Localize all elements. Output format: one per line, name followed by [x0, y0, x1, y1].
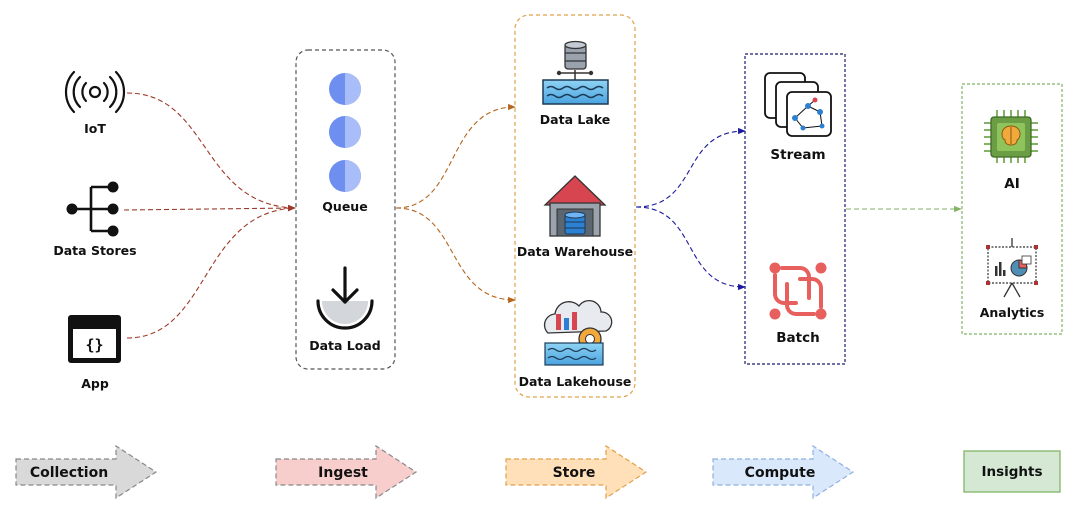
stage-compute-label: Compute: [745, 465, 816, 481]
data-lake-label: Data Lake: [540, 112, 610, 127]
stage-store-label: Store: [553, 465, 596, 481]
data-lakehouse-icon: [543, 299, 613, 366]
store-to-compute-arrows: [635, 127, 746, 291]
iot-to-queue-arrow: [126, 92, 296, 211]
collection-to-queue-arrows: [123, 92, 296, 339]
stage-compute-arrow: Compute: [712, 444, 855, 500]
data-load-label: Data Load: [309, 338, 381, 353]
queue-label: Queue: [322, 199, 367, 214]
stream-icon: [764, 72, 832, 137]
analytics-label: Analytics: [980, 305, 1045, 320]
batch-icon: [769, 262, 827, 320]
iot-icon: [64, 70, 126, 114]
queue-to-lakehouse-arrow: [395, 207, 516, 304]
app-label: App: [81, 376, 109, 391]
queue-icon: [329, 73, 361, 192]
store-container: [514, 14, 636, 398]
compute-container: [744, 53, 846, 365]
data-warehouse-icon: [543, 175, 607, 237]
ai-label: AI: [1004, 176, 1019, 192]
data-lakehouse-label: Data Lakehouse: [519, 374, 632, 389]
app-icon: {}: [68, 315, 121, 363]
insights-container: [961, 83, 1063, 335]
stage-insights-label: Insights: [981, 464, 1042, 480]
batch-label: Batch: [776, 330, 819, 346]
stage-insights-box: Insights: [963, 450, 1061, 493]
datastores-to-queue-arrow: [123, 205, 296, 212]
svg-text:{}: {}: [85, 336, 103, 354]
data-load-icon: [316, 266, 374, 330]
store-to-stream-arrow: [635, 127, 746, 208]
app-to-queue-arrow: [126, 205, 296, 339]
queue-to-lake-arrow: [395, 103, 516, 209]
stage-collection-arrow: Collection: [15, 444, 158, 500]
analytics-icon: [986, 238, 1038, 298]
ingest-container: [295, 49, 396, 370]
stage-ingest-arrow: Ingest: [275, 444, 418, 500]
data-stores-icon: [66, 181, 119, 237]
stage-ingest-label: Ingest: [318, 465, 368, 481]
data-warehouse-label: Data Warehouse: [517, 244, 633, 259]
iot-label: IoT: [84, 121, 106, 136]
queue-to-store-arrows: [395, 103, 516, 304]
data-stores-label: Data Stores: [53, 243, 136, 258]
stage-store-arrow: Store: [505, 444, 648, 500]
stream-label: Stream: [770, 147, 825, 163]
ai-chip-icon: [984, 110, 1038, 163]
stage-collection-label: Collection: [30, 465, 108, 481]
data-lake-icon: [542, 40, 609, 105]
store-to-batch-arrow: [635, 206, 746, 291]
